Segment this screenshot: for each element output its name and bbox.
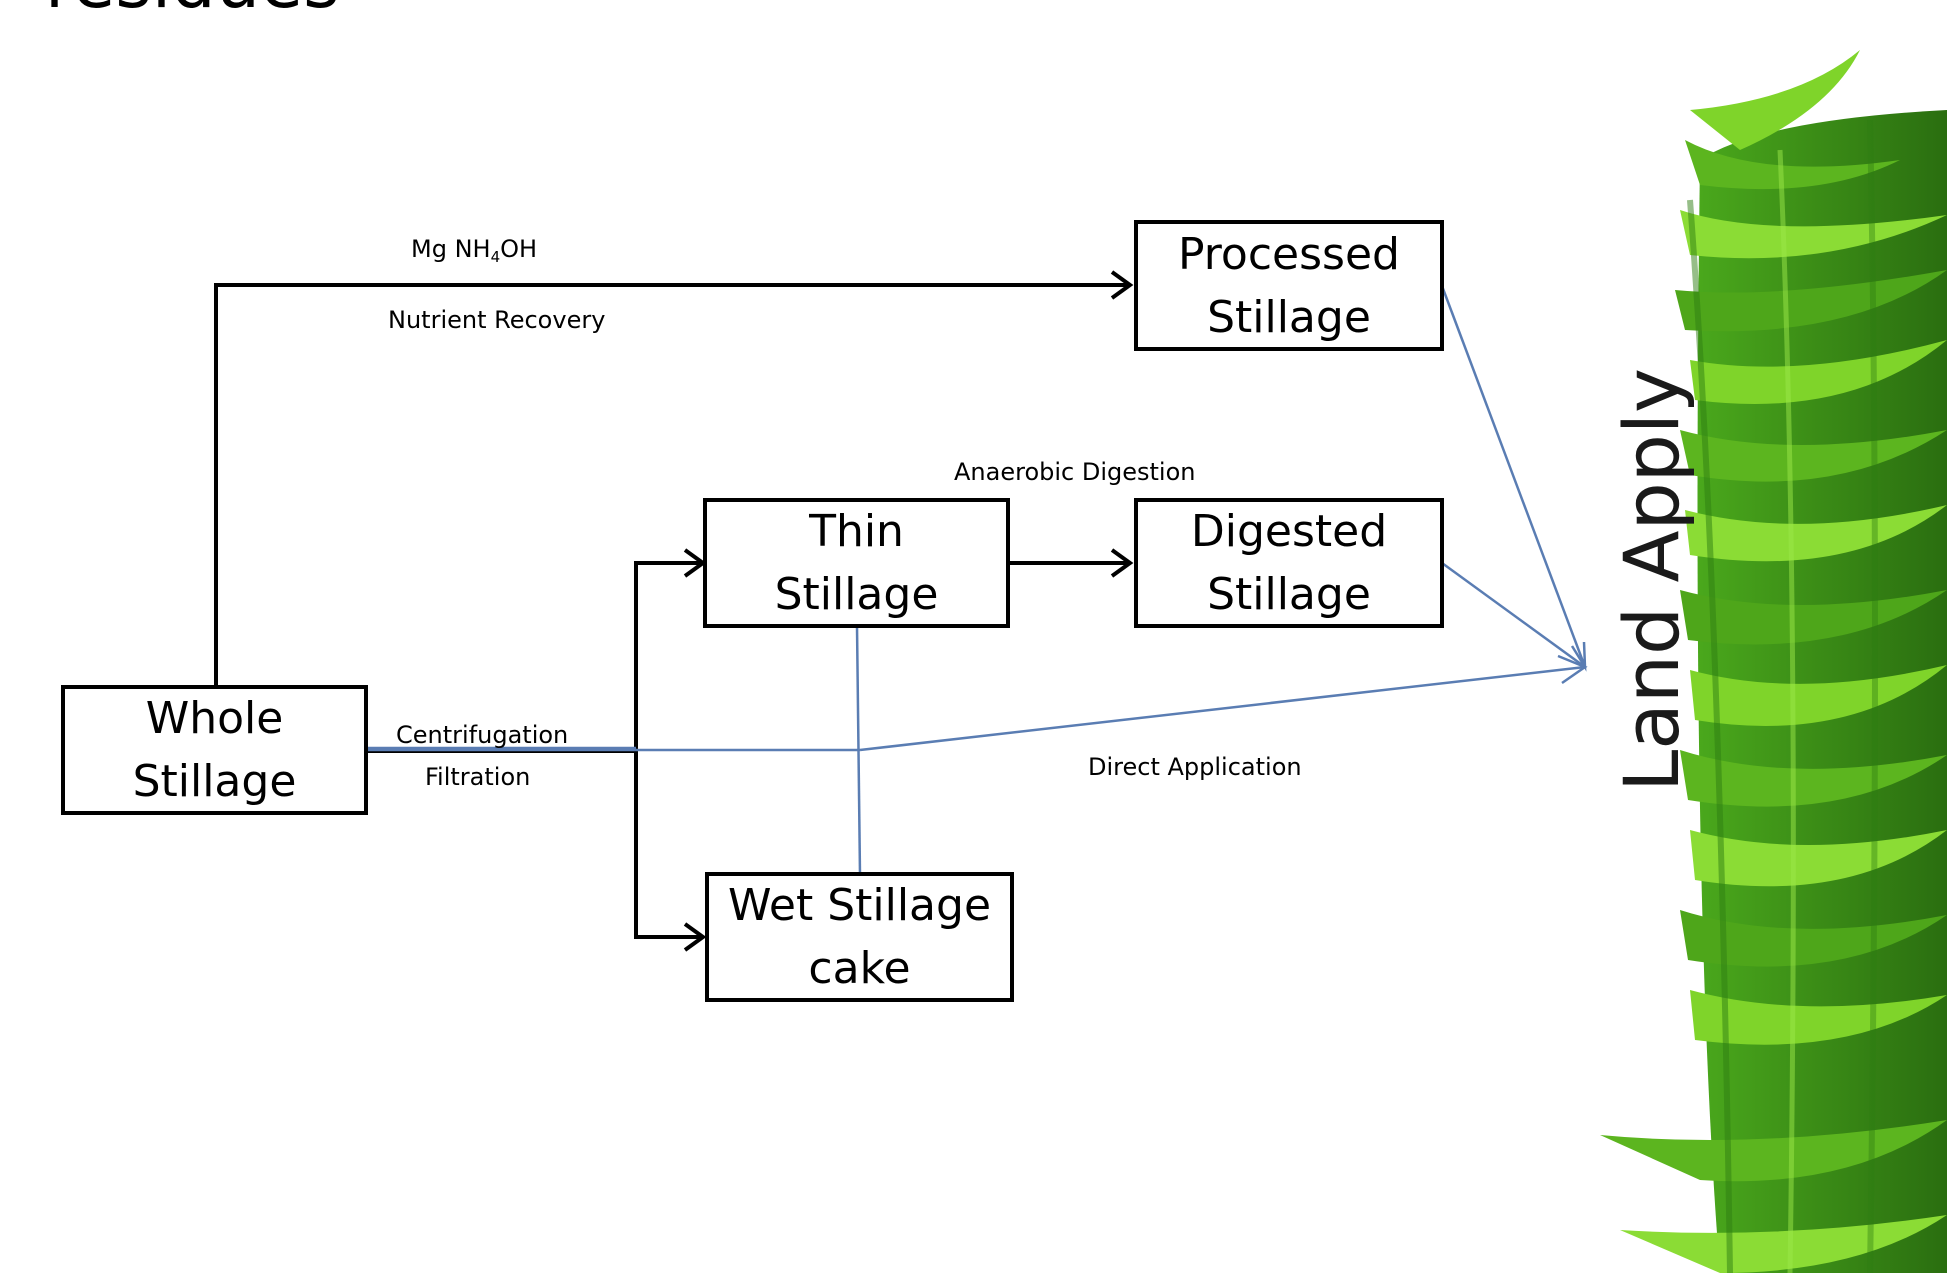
page-title: residues: [45, 0, 340, 18]
processed-stillage-line1: Processed: [1178, 228, 1400, 280]
wet-stillage-cake-box: Wet Stillage cake: [705, 872, 1014, 1002]
mg-label-prefix: Mg NH: [411, 235, 491, 263]
whole-stillage-line2: Stillage: [132, 756, 297, 807]
digested-stillage-line1: Digested: [1190, 506, 1388, 557]
arrowhead-digested: [1110, 548, 1134, 578]
digested-stillage-line2: Stillage: [1207, 569, 1371, 620]
whole-stillage-box: Whole Stillage: [61, 685, 368, 815]
digested-stillage-box: Digested Stillage: [1134, 498, 1444, 628]
direct-application-label: Direct Application: [1088, 753, 1302, 781]
grass-illustration: [1600, 50, 1947, 1273]
application-connectors: [366, 285, 1588, 876]
land-apply-arrowhead-2: [1570, 641, 1587, 672]
mg-nh4oh-label: Mg NH4OH: [411, 237, 537, 265]
thin-to-wet-line: [855, 625, 862, 876]
wet-stillage-line2: cake: [808, 943, 911, 994]
nutrient-recovery-label: Nutrient Recovery: [388, 306, 606, 334]
mg-label-suffix: OH: [500, 235, 538, 263]
land-apply-label: Land Apply: [1607, 367, 1696, 793]
direct-application-line-2: [859, 665, 1586, 752]
processed-stillage-box: Processed Stillage: [1134, 220, 1444, 351]
whole-stillage-line1: Whole: [145, 693, 284, 744]
thin-stillage-line1: Thin: [809, 506, 904, 557]
arrowhead-processed: [1110, 270, 1134, 300]
processed-to-land-line: [1440, 285, 1587, 668]
digested-to-land-line: [1441, 561, 1586, 669]
centrifugation-label: Centrifugation: [396, 721, 569, 749]
mg-label-subscript: 4: [490, 248, 501, 266]
arrowhead-wet: [683, 922, 707, 952]
thin-stillage-line2: Stillage: [774, 569, 939, 620]
thin-stillage-box: Thin Stillage: [703, 498, 1010, 628]
filtration-label: Filtration: [425, 763, 531, 791]
nutrient-recovery-path: [214, 283, 1130, 685]
anaerobic-digestion-label: Anaerobic Digestion: [954, 458, 1196, 486]
processed-stillage-line2: Stillage: [1207, 291, 1371, 343]
wet-stillage-line1: Wet Stillage: [727, 880, 992, 931]
